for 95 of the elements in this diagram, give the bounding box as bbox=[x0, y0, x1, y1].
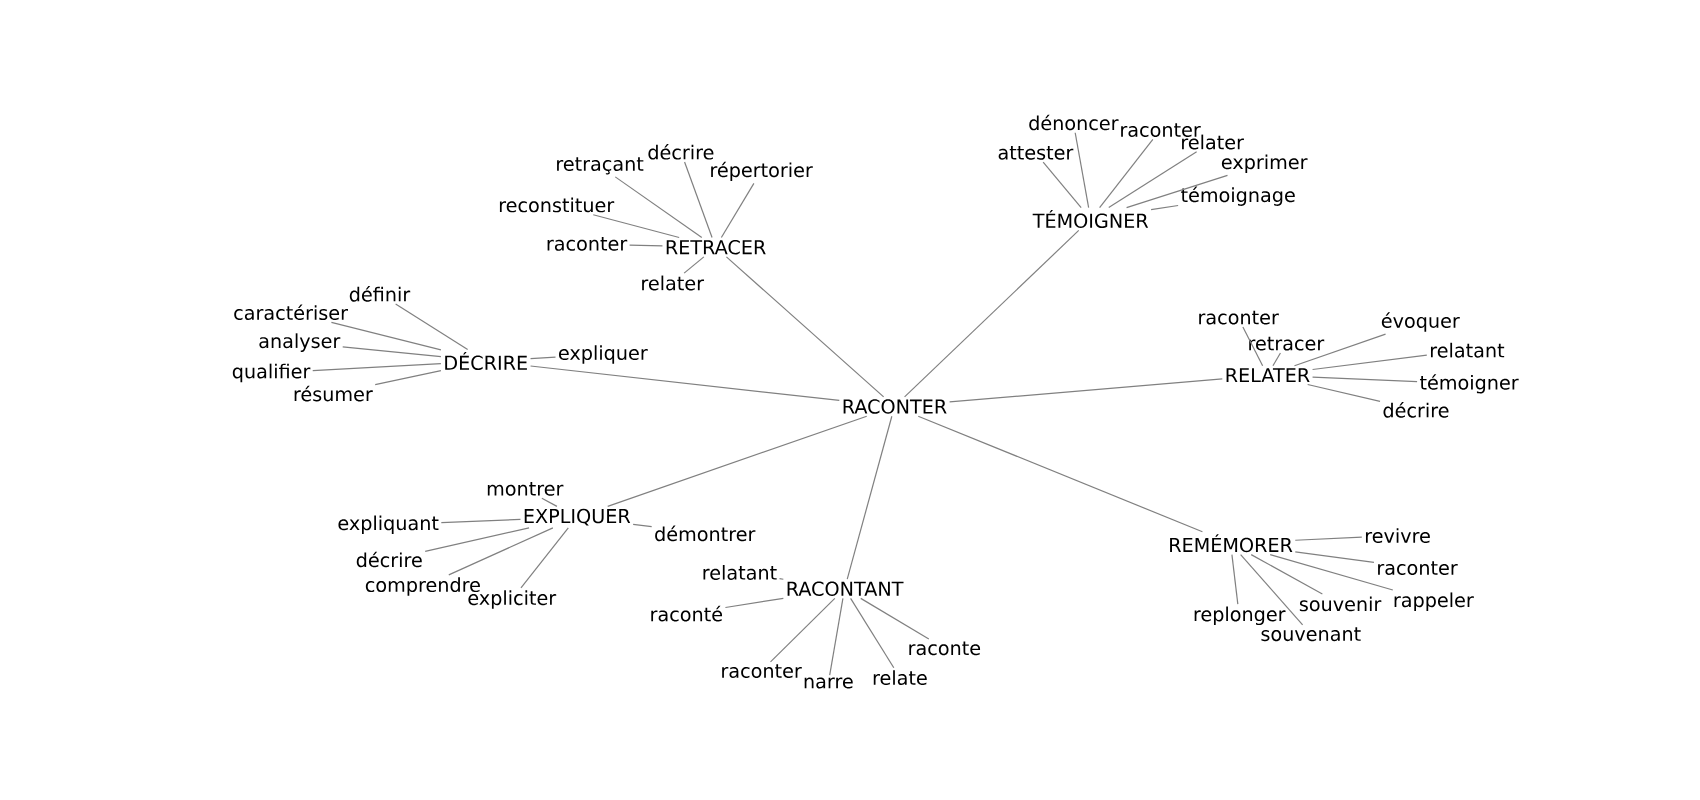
connector-line bbox=[829, 597, 844, 676]
connector-line bbox=[1311, 354, 1428, 371]
connector-line bbox=[1108, 151, 1198, 209]
word-label: relate bbox=[873, 670, 927, 686]
word-label: RACONTER bbox=[843, 399, 947, 414]
connector-line bbox=[684, 161, 713, 239]
connector-line bbox=[541, 497, 558, 507]
word-label: résumer bbox=[294, 385, 373, 402]
connector-line bbox=[846, 415, 893, 580]
word-label: retracer bbox=[1249, 336, 1325, 351]
connector-line bbox=[1074, 132, 1090, 209]
word-label: expliquer bbox=[559, 345, 648, 364]
word-label: relatant bbox=[1431, 342, 1505, 358]
connector-line bbox=[629, 244, 664, 247]
word-label: caractériser bbox=[234, 304, 348, 321]
connector-line bbox=[1269, 554, 1394, 591]
connector-line bbox=[1307, 383, 1381, 403]
word-label: raconté bbox=[651, 605, 722, 622]
connector-line bbox=[1250, 554, 1323, 595]
word-label: répertorier bbox=[711, 161, 813, 181]
word-label: reconstituer bbox=[499, 197, 615, 213]
word-label: replonger bbox=[1194, 606, 1286, 626]
word-label: montrer bbox=[487, 482, 564, 496]
connector-line bbox=[683, 256, 705, 274]
word-label: raconter bbox=[722, 664, 802, 678]
connector-line bbox=[1150, 204, 1179, 211]
word-label: DÉCRIRE bbox=[445, 352, 527, 371]
connector-line bbox=[1042, 161, 1082, 209]
connector-line bbox=[529, 365, 840, 402]
word-label: analyser bbox=[259, 333, 341, 352]
connector-line bbox=[395, 303, 469, 351]
connector-line bbox=[592, 214, 680, 239]
connector-line bbox=[614, 176, 703, 239]
word-label: dénoncer bbox=[1029, 114, 1119, 131]
word-label: décrire bbox=[1383, 402, 1449, 418]
connector-line bbox=[1242, 326, 1264, 367]
word-label: expliquant bbox=[338, 515, 439, 534]
word-label: raconter bbox=[1199, 310, 1279, 325]
connector-line bbox=[1293, 333, 1387, 367]
word-label: témoignage bbox=[1181, 186, 1295, 206]
word-label: exprimer bbox=[1221, 154, 1308, 173]
connector-line bbox=[330, 321, 442, 351]
connector-line bbox=[860, 597, 930, 640]
word-label: revivre bbox=[1366, 528, 1430, 543]
word-label: raconter bbox=[1378, 561, 1458, 575]
word-label: raconter bbox=[547, 237, 628, 251]
connector-line bbox=[917, 415, 1204, 533]
word-label: relatant bbox=[703, 565, 777, 580]
word-label: REMÉMORER bbox=[1170, 534, 1293, 553]
connector-line bbox=[520, 527, 569, 589]
connector-line bbox=[1294, 551, 1375, 563]
connector-line bbox=[1311, 376, 1418, 383]
connector-line bbox=[607, 415, 868, 507]
connector-line bbox=[1294, 536, 1363, 541]
connector-line bbox=[632, 523, 653, 528]
word-label: attester bbox=[998, 146, 1074, 160]
word-label: RELATER bbox=[1226, 368, 1310, 383]
connector-line bbox=[850, 597, 895, 669]
connector-line bbox=[440, 518, 522, 524]
connector-line bbox=[724, 597, 784, 609]
word-label: EXPLIQUER bbox=[524, 508, 631, 526]
word-label: décrire bbox=[648, 144, 714, 160]
word-label: qualifier bbox=[232, 363, 311, 383]
word-label: décrire bbox=[356, 551, 422, 568]
word-label: définir bbox=[349, 286, 411, 302]
word-label: RETRACER bbox=[666, 239, 766, 255]
word-label: TÉMOIGNER bbox=[1032, 210, 1149, 229]
word-label: narre bbox=[804, 677, 853, 689]
word-label: retraçant bbox=[557, 157, 644, 175]
word-label: RACONTANT bbox=[787, 581, 904, 596]
word-label: relater bbox=[642, 275, 705, 291]
connector-line bbox=[1272, 352, 1281, 367]
connector-line bbox=[1126, 174, 1229, 209]
connector-line bbox=[725, 256, 885, 398]
word-label: démontrer bbox=[655, 525, 756, 542]
connector-line bbox=[374, 369, 442, 386]
connector-line bbox=[342, 346, 442, 358]
connector-line bbox=[312, 362, 442, 372]
word-label: souvenant bbox=[1261, 627, 1361, 642]
connector-line bbox=[720, 182, 755, 239]
connector-line bbox=[1099, 138, 1154, 209]
word-label: rappeler bbox=[1394, 592, 1474, 611]
connector-line bbox=[949, 378, 1223, 403]
word-label: témoigner bbox=[1420, 374, 1519, 394]
word-label: souvenir bbox=[1299, 596, 1382, 612]
connector-line bbox=[769, 597, 836, 663]
connector-line bbox=[448, 527, 554, 576]
connector-line bbox=[904, 229, 1080, 398]
connector-line bbox=[1231, 554, 1239, 605]
connector-line bbox=[1240, 554, 1304, 626]
word-label: évoquer bbox=[1381, 312, 1460, 332]
word-label: raconte bbox=[909, 641, 981, 656]
connector-line bbox=[424, 527, 530, 552]
connector-line bbox=[529, 356, 557, 360]
connector-line bbox=[778, 578, 784, 580]
